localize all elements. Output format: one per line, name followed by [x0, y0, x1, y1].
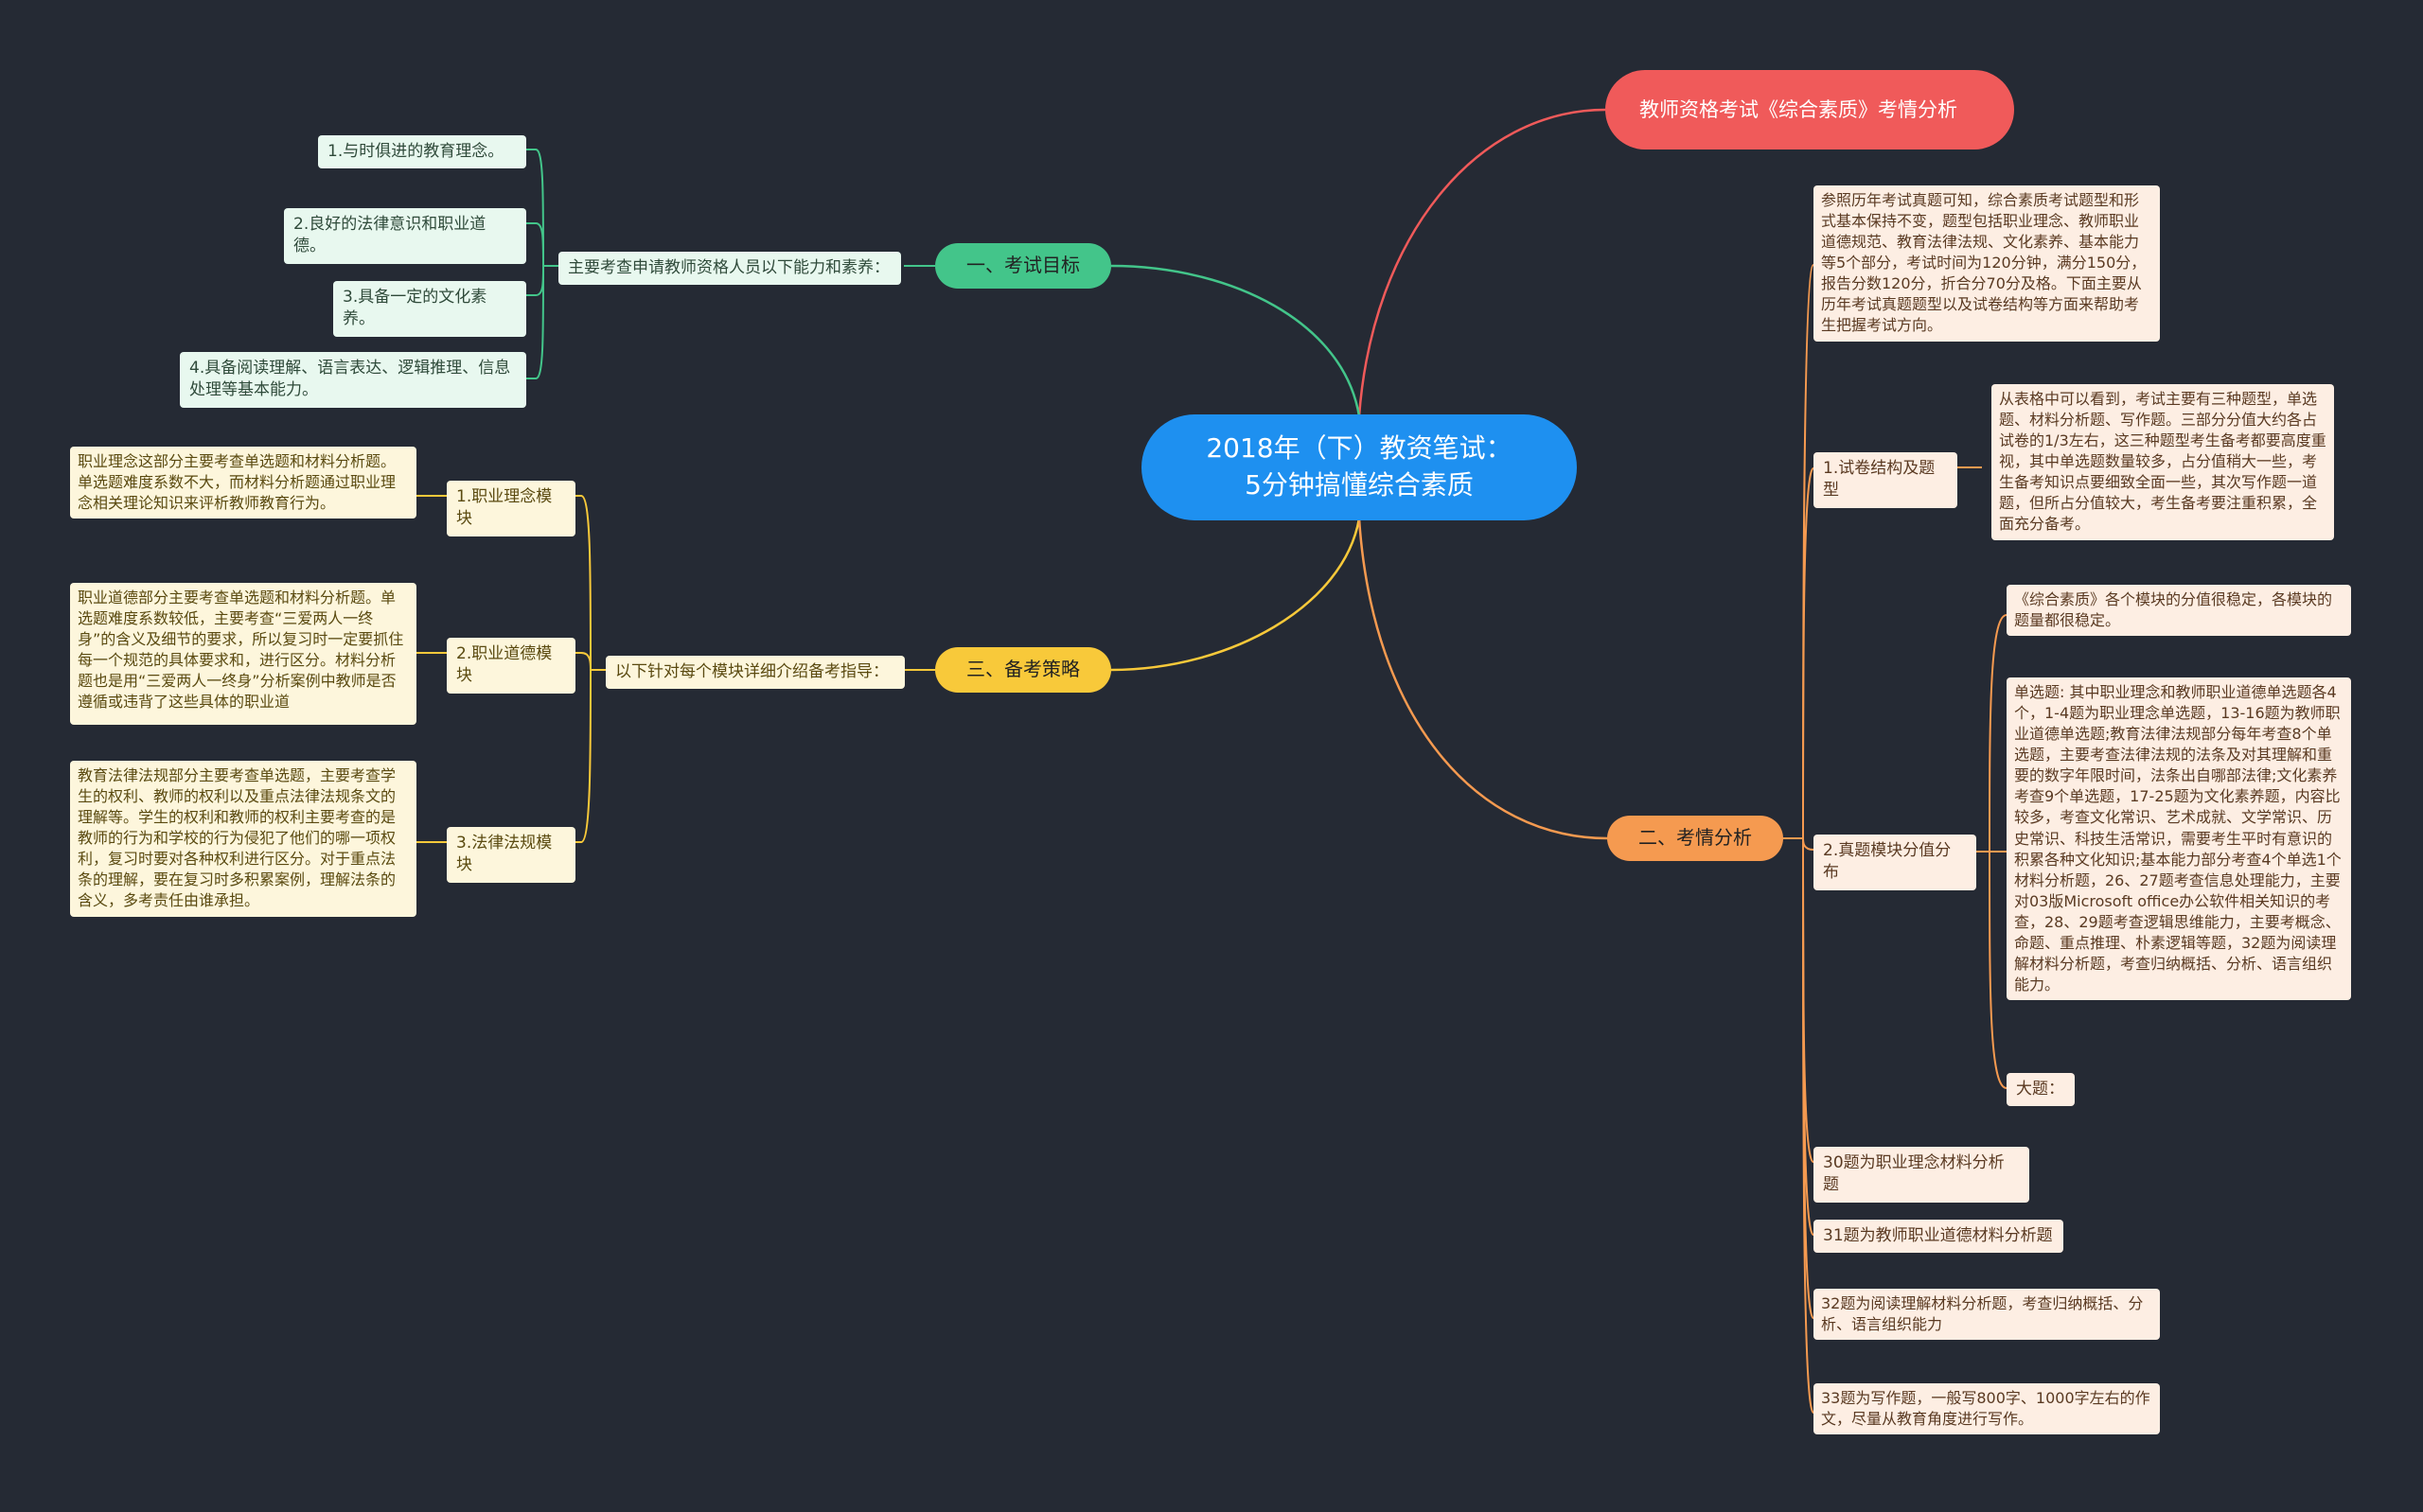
strategy-module-1[interactable]: 1.职业理念模块	[447, 481, 575, 536]
root-title-line2: 5分钟搞懂综合素质	[1245, 469, 1474, 501]
root-topic[interactable]: 2018年（下）教资笔试： 5分钟搞懂综合素质	[1141, 414, 1577, 520]
link-root-intro	[1357, 108, 1606, 417]
goals-item-3[interactable]: 3.具备一定的文化素养。	[333, 281, 526, 337]
strategy-module-3-detail[interactable]: 教育法律法规部分主要考查单选题，主要考查学生的权利、教师的权利以及重点法律法规条…	[70, 761, 416, 917]
analysis-structure-detail[interactable]: 从表格中可以看到，考试主要有三种题型，单选题、材料分析题、写作题。三部分分值大约…	[1991, 384, 2334, 540]
goals-item-4[interactable]: 4.具备阅读理解、语言表达、逻辑推理、信息处理等基本能力。	[180, 352, 526, 408]
link-root-goals	[1110, 264, 1361, 417]
analysis-structure[interactable]: 1.试卷结构及题型	[1813, 452, 1957, 508]
branch-analysis-label: 二、考情分析	[1638, 826, 1752, 850]
branch-intro[interactable]: 教师资格考试《综合素质》考情分析	[1605, 70, 2014, 149]
branch-strategy[interactable]: 三、备考策略	[935, 647, 1111, 693]
analysis-question-32[interactable]: 32题为阅读理解材料分析题，考查归纳概括、分析、语言组织能力	[1813, 1289, 2160, 1341]
analysis-overview[interactable]: 参照历年考试真题可知，综合素质考试题型和形式基本保持不变，题型包括职业理念、教师…	[1813, 185, 2160, 342]
link-root-strategy	[1110, 518, 1361, 672]
analysis-question-33[interactable]: 33题为写作题，一般写800字、1000字左右的作文，尽量从教育角度进行写作。	[1813, 1383, 2160, 1435]
strategy-module-2-detail[interactable]: 职业道德部分主要考查单选题和材料分析题。单选题难度系数较低，主要考查“三爱两人一…	[70, 583, 416, 725]
link-root-analysis	[1357, 518, 1608, 840]
strategy-lead[interactable]: 以下针对每个模块详细介绍备考指导：	[606, 656, 905, 690]
analysis-distribution-big[interactable]: 大题：	[2007, 1073, 2075, 1107]
branch-strategy-label: 三、备考策略	[966, 658, 1080, 681]
analysis-distribution-stable[interactable]: 《综合素质》各个模块的分值很稳定，各模块的题量都很稳定。	[2007, 585, 2351, 637]
analysis-distribution[interactable]: 2.真题模块分值分布	[1813, 835, 1976, 890]
branch-analysis[interactable]: 二、考情分析	[1607, 816, 1783, 861]
branch-goals-label: 一、考试目标	[966, 254, 1080, 277]
branch-goals[interactable]: 一、考试目标	[935, 243, 1111, 289]
strategy-module-1-detail[interactable]: 职业理念这部分主要考查单选题和材料分析题。单选题难度系数不大，而材料分析题通过职…	[70, 447, 416, 519]
root-title-line1: 2018年（下）教资笔试：	[1206, 432, 1512, 465]
strategy-module-2[interactable]: 2.职业道德模块	[447, 638, 575, 694]
goals-lead[interactable]: 主要考查申请教师资格人员以下能力和素养：	[558, 252, 901, 286]
analysis-question-30[interactable]: 30题为职业理念材料分析题	[1813, 1147, 2029, 1203]
analysis-distribution-single[interactable]: 单选题: 其中职业理念和教师职业道德单选题各4个，1-4题为职业理念单选题，13…	[2007, 677, 2351, 1001]
goals-item-2[interactable]: 2.良好的法律意识和职业道德。	[284, 208, 526, 264]
branch-intro-label: 教师资格考试《综合素质》考情分析	[1639, 97, 1957, 121]
analysis-question-31[interactable]: 31题为教师职业道德材料分析题	[1813, 1220, 2063, 1254]
strategy-module-3[interactable]: 3.法律法规模块	[447, 827, 575, 883]
goals-item-1[interactable]: 1.与时俱进的教育理念。	[318, 135, 526, 169]
